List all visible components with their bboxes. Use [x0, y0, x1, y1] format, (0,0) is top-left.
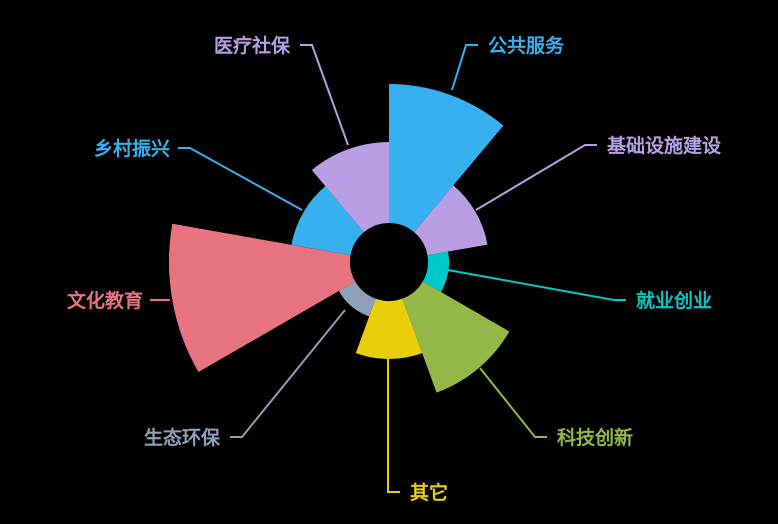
leader-line [178, 147, 303, 211]
leader-line [475, 144, 597, 211]
rose-sector[interactable] [169, 223, 356, 372]
rose-sector[interactable] [414, 185, 488, 256]
sector-label: 医疗社保 [214, 34, 291, 57]
leader-line [300, 44, 349, 146]
sector-label: 公共服务 [488, 34, 565, 57]
rose-sector[interactable] [402, 281, 510, 393]
leader-line [447, 269, 626, 301]
leader-line [387, 358, 400, 493]
rose-sector[interactable] [355, 298, 423, 359]
leader-line [451, 44, 478, 91]
sector-label: 文化教育 [67, 289, 143, 312]
sector-label: 乡村振兴 [94, 137, 170, 160]
sector-label: 科技创新 [557, 426, 633, 449]
sector-label: 基础设施建设 [606, 134, 721, 157]
sector-label: 就业创业 [636, 289, 712, 312]
rose-sector[interactable] [389, 84, 504, 233]
sector-label: 其它 [410, 481, 448, 504]
rose-sector[interactable] [338, 281, 376, 317]
leader-line [230, 309, 346, 438]
sector-label: 生态环保 [144, 426, 221, 449]
rose-sector[interactable] [311, 142, 389, 233]
rose-sector[interactable] [291, 186, 364, 256]
rose-sector[interactable] [422, 251, 450, 292]
leader-line [479, 367, 547, 438]
